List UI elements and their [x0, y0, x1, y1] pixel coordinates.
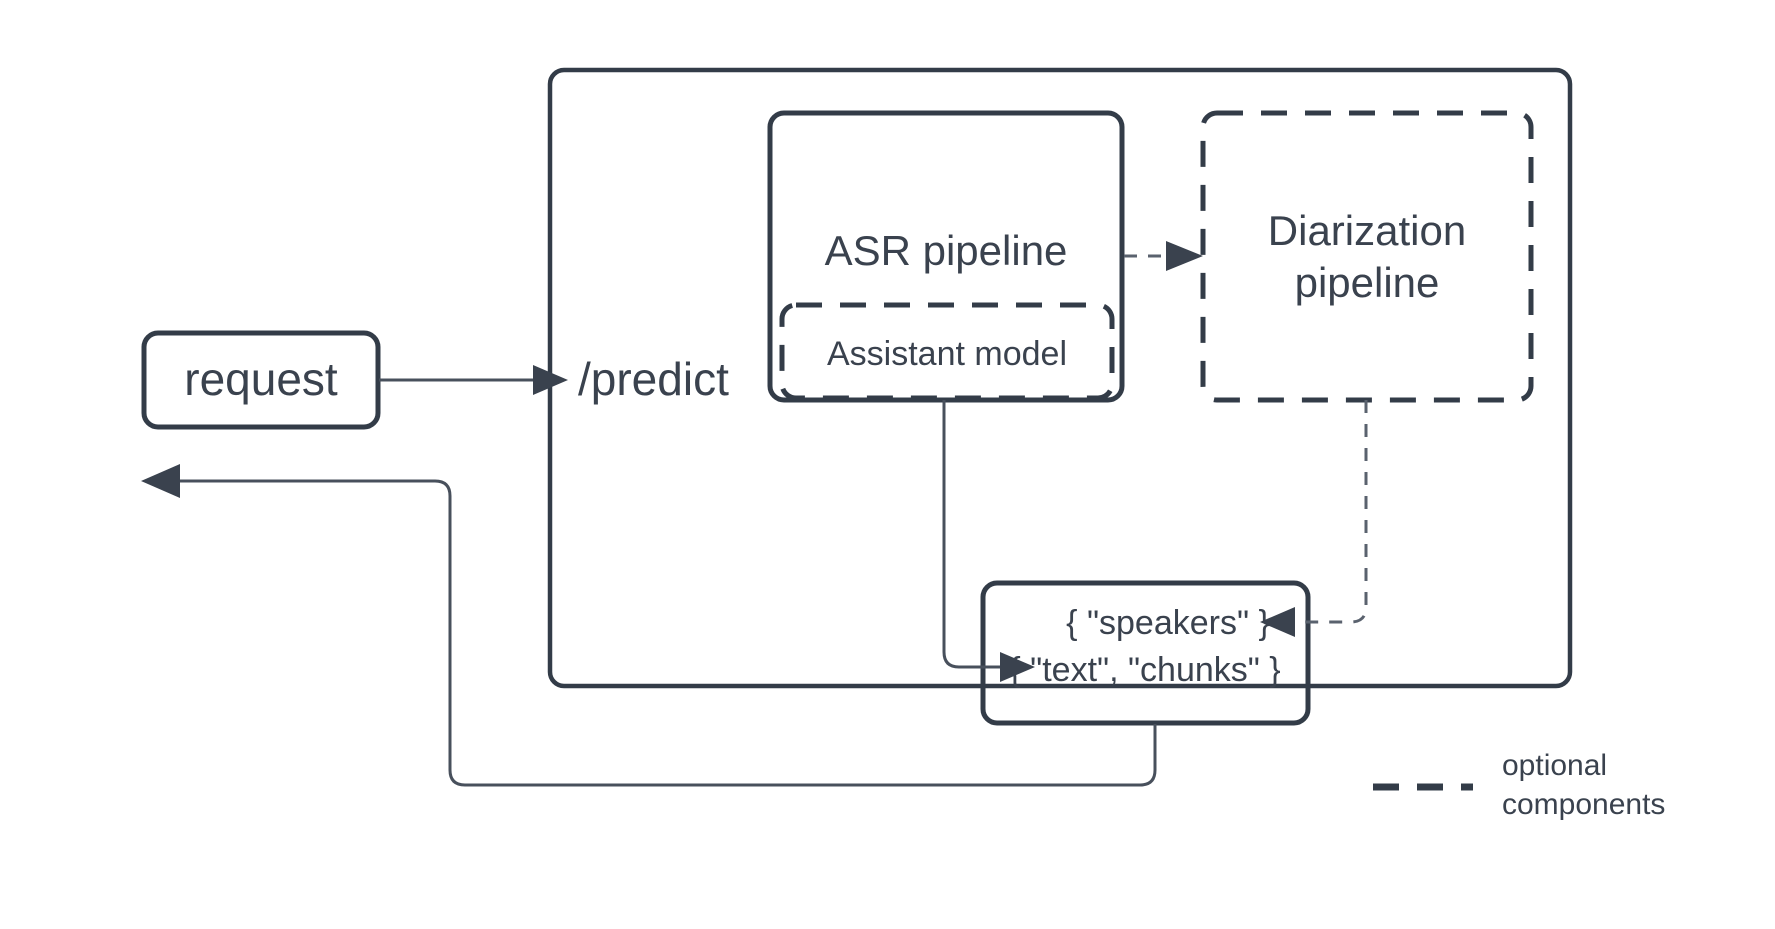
assistant-model-box [779, 302, 1115, 401]
asr-pipeline-label: ASR pipeline [825, 227, 1068, 274]
edge-assistant-to-output [942, 400, 1000, 669]
assistant-model-label: Assistant model [827, 335, 1067, 373]
diarization-pipeline-label-line2: pipeline [1295, 259, 1440, 306]
edge-output-to-response [180, 479, 1157, 787]
legend-label-line2: components [1502, 788, 1665, 821]
arrowhead-diarization-to-output [1260, 607, 1295, 637]
legend-label-line1: optional [1502, 749, 1607, 782]
diarization-pipeline-box [1200, 110, 1534, 403]
output-speakers-label: { "speakers" } [1066, 604, 1270, 642]
edge-diarization-to-output [1300, 400, 1368, 624]
asr-pipeline-box [767, 110, 1125, 403]
diarization-pipeline-label-line1: Diarization [1268, 207, 1466, 254]
arrowhead-request-to-predict [533, 365, 568, 395]
arrowhead-asr-to-diarization [1166, 241, 1203, 271]
arrowhead-assistant-to-output [1000, 652, 1035, 682]
request-label: request [184, 353, 338, 405]
output-box [980, 580, 1311, 726]
request-box [141, 330, 381, 430]
predict-label: /predict [578, 353, 729, 405]
output-text-chunks-label: { "text", "chunks" } [1009, 651, 1280, 689]
arrowhead-output-to-response [141, 464, 180, 498]
